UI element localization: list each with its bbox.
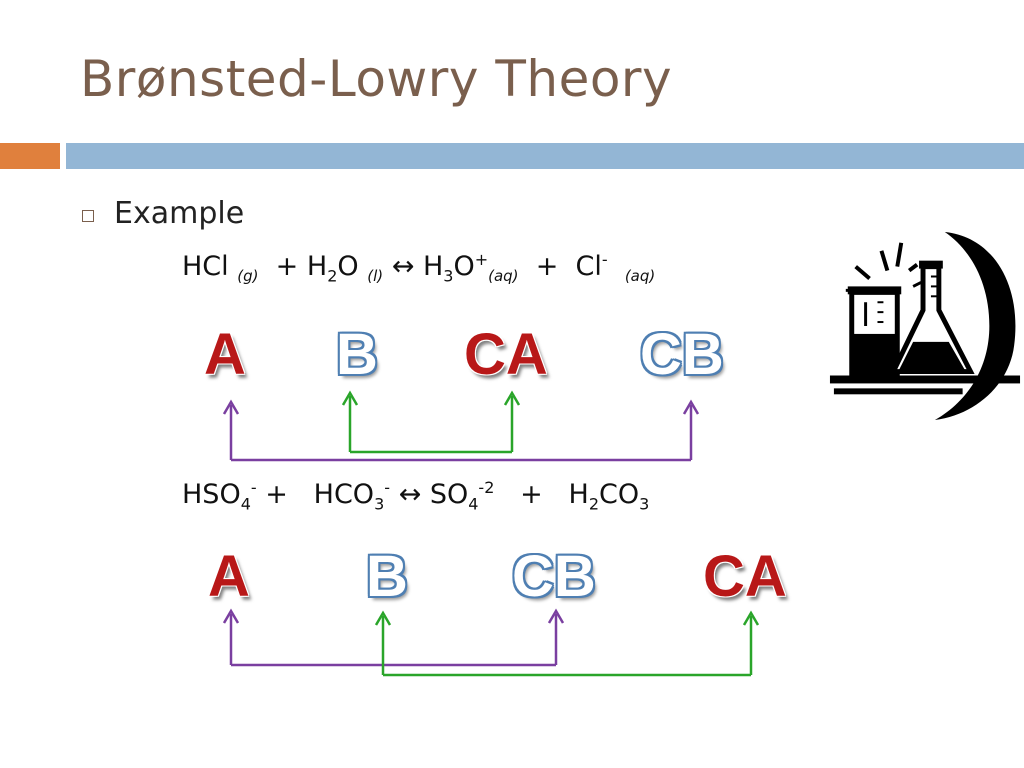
label-conjugate-base-2: CB bbox=[512, 544, 596, 609]
accent-bar-blue bbox=[66, 143, 1024, 169]
eq2-conjugate-acid: H2CO3 bbox=[568, 479, 650, 514]
laboratory-glassware-clipart-icon bbox=[829, 231, 1021, 421]
square-bullet-icon bbox=[82, 209, 94, 222]
eq1-chloride-state: (aq) bbox=[624, 267, 656, 285]
bullet-text: Example bbox=[114, 196, 245, 231]
eq1-plus-2: + bbox=[535, 251, 559, 282]
eq2-base: HCO3- bbox=[313, 478, 391, 514]
label-conjugate-base-1: CB bbox=[640, 322, 724, 387]
label-conjugate-acid-1: CA bbox=[464, 322, 548, 387]
arrow-base-to-conjugate-acid-2 bbox=[374, 610, 760, 677]
bullet-item: Example bbox=[82, 196, 244, 231]
eq1-water-state: (l) bbox=[367, 267, 384, 285]
eq1-hydronium-state: (aq) bbox=[488, 267, 519, 285]
label-conjugate-acid-2: CA bbox=[703, 544, 787, 609]
slide-title: Brønsted-Lowry Theory bbox=[80, 50, 673, 108]
eq2-arrow: ↔ bbox=[398, 479, 422, 510]
accent-bar-orange bbox=[0, 143, 60, 169]
eq1-plus-1: + bbox=[275, 251, 299, 282]
label-acid-2: A bbox=[208, 544, 250, 609]
eq2-plus-1: + bbox=[265, 479, 288, 510]
label-base-2: B bbox=[366, 544, 408, 609]
arrow-base-to-conjugate-acid-1 bbox=[341, 390, 521, 454]
label-acid-1: A bbox=[204, 322, 246, 387]
arrow-acid-to-conjugate-base-1 bbox=[222, 399, 700, 462]
eq1-arrow: ↔ bbox=[391, 251, 415, 282]
eq2-acid: HSO4- bbox=[182, 478, 257, 514]
equation-1: HCl (g) + H2O (l) ↔ H3O+(aq) + Cl- (aq) bbox=[182, 250, 655, 285]
eq1-water: H2O bbox=[306, 251, 359, 286]
eq1-acid: HCl bbox=[182, 251, 229, 282]
label-base-1: B bbox=[336, 322, 378, 387]
eq1-hydronium: H3O+ bbox=[422, 250, 489, 286]
arrow-acid-to-conjugate-base-2 bbox=[222, 608, 565, 667]
eq2-plus-2: + bbox=[520, 479, 543, 510]
eq2-conjugate-base: SO4-2 bbox=[429, 478, 495, 514]
equation-2: HSO4- + HCO3- ↔ SO4-2 + H2CO3 bbox=[182, 478, 649, 513]
eq1-acid-state: (g) bbox=[237, 267, 259, 285]
eq1-chloride: Cl- bbox=[575, 250, 608, 282]
